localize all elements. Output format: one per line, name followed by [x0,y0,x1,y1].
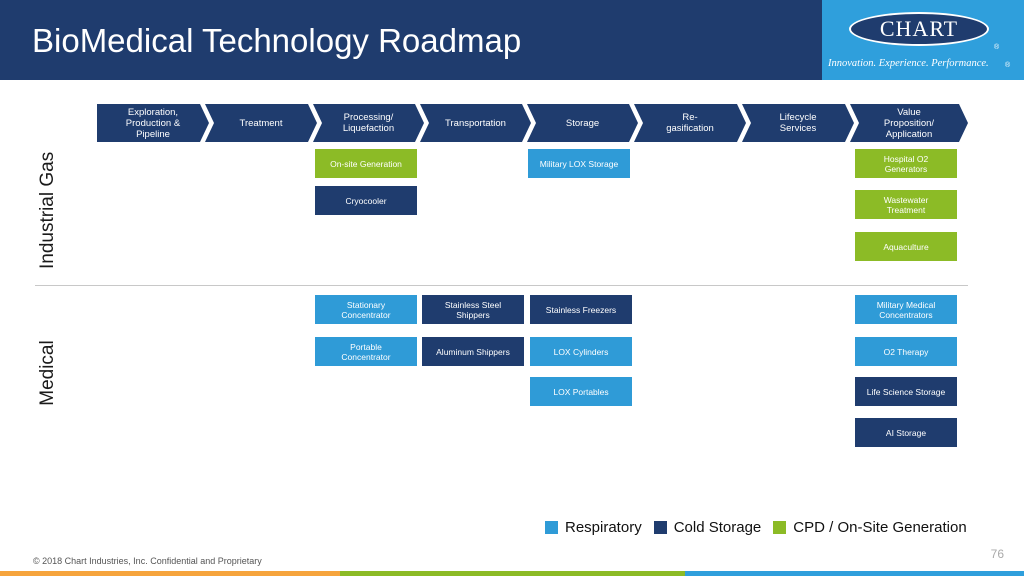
page-title: BioMedical Technology Roadmap [32,22,522,59]
stage-chevron: Transportation [420,104,531,142]
page-number: 76 [990,547,1004,561]
roadmap-item: LOX Cylinders [530,337,632,366]
roadmap-item: AI Storage [855,418,957,447]
logo-oval: CHART [849,12,989,46]
registered-mark: ® [994,44,1000,51]
footer-bar-green [340,571,685,576]
section-divider [35,285,968,286]
legend-swatch [773,521,787,534]
title-bar: BioMedical Technology Roadmap [0,0,822,80]
roadmap-item: Stationary Concentrator [315,295,417,324]
stage-chevron: Processing/ Liquefaction [313,104,424,142]
stage-chevron: Lifecycle Services [742,104,854,142]
roadmap-item: Military LOX Storage [528,149,630,178]
legend-item-cold-storage: Cold Storage [653,519,762,536]
roadmap-item: Wastewater Treatment [855,190,957,219]
logo-tagline: Innovation. Experience. Performance. [828,58,989,69]
roadmap-item: On-site Generation [315,149,417,178]
copyright: © 2018 Chart Industries, Inc. Confidenti… [33,556,262,566]
legend: Respiratory Cold Storage CPD / On-Site G… [545,519,979,536]
roadmap-item: O2 Therapy [855,337,957,366]
registered-mark: ® [1005,62,1011,69]
legend-item-respiratory: Respiratory [545,519,642,536]
chart-logo: CHART ® Innovation. Experience. Performa… [822,0,1024,80]
roadmap-item: Portable Concentrator [315,337,417,366]
legend-item-cpd: CPD / On-Site Generation [773,519,967,536]
stage-chevron: Re- gasification [634,104,746,142]
legend-label: CPD / On-Site Generation [793,519,967,536]
legend-label: Cold Storage [673,519,762,536]
legend-swatch [545,521,558,534]
roadmap-item: Military Medical Concentrators [855,295,957,324]
roadmap-item: Aquaculture [855,232,957,261]
roadmap-item: Stainless Freezers [530,295,632,324]
roadmap-item: Stainless Steel Shippers [422,295,524,324]
stage-chevron: Treatment [205,104,317,142]
stage-chevron: Storage [527,104,638,142]
footer-bar-blue [685,571,1024,576]
roadmap-item: LOX Portables [530,377,632,406]
section-label-industrial-gas: Industrial Gas [37,151,58,269]
section-label-medical: Medical [37,340,58,406]
footer-bar-orange [0,571,340,576]
roadmap-item: Life Science Storage [855,377,957,406]
stage-chevron: Value Proposition/ Application [850,104,968,142]
legend-swatch [653,521,667,534]
legend-label: Respiratory [565,519,642,536]
roadmap-item: Cryocooler [315,186,417,215]
stage-chevron: Exploration, Production & Pipeline [97,104,209,142]
roadmap-item: Aluminum Shippers [422,337,524,366]
roadmap-item: Hospital O2 Generators [855,149,957,178]
